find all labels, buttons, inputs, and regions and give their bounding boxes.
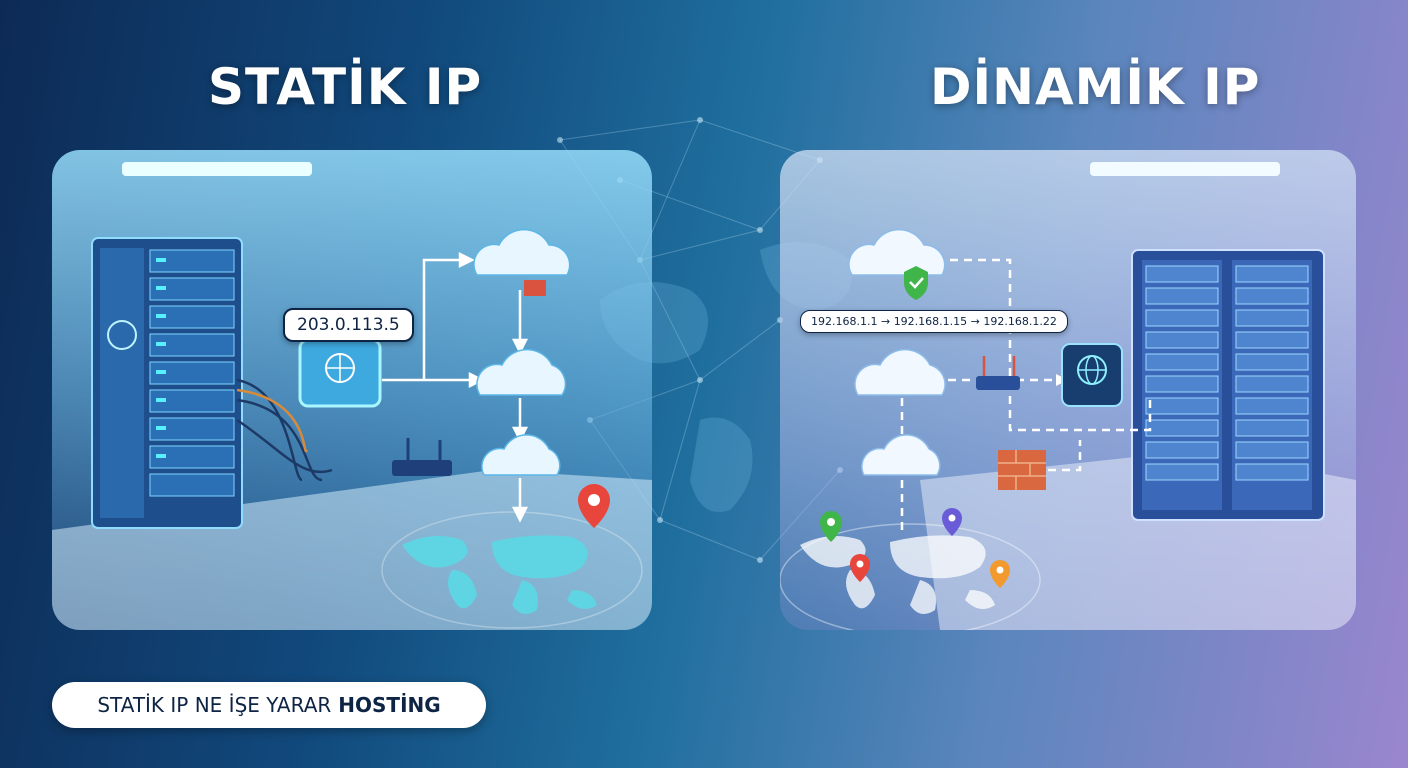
location-pin-icon: [990, 560, 1010, 588]
ceiling-light-icon: [1090, 162, 1280, 176]
world-map-icon: [800, 535, 995, 614]
server-rack-icon: [91, 237, 243, 529]
static-ip-title: STATİK IP: [208, 58, 483, 116]
dynamic-ip-scene: [780, 162, 1356, 630]
firewall-icon: [998, 450, 1046, 490]
connection-arrows: [382, 251, 529, 523]
router-icon: [298, 338, 382, 408]
static-ip-panel: [52, 150, 652, 630]
footer-emphasis: HOSTİNG: [338, 693, 441, 717]
server-rack-icon: [1131, 249, 1325, 521]
dynamic-ip-panel: [780, 150, 1356, 630]
shield-check-icon: [904, 266, 928, 300]
globe-icon: [1061, 343, 1123, 407]
location-pin-icon: [942, 508, 962, 536]
cloud-icon: [848, 228, 946, 276]
location-pin-icon: [850, 554, 870, 582]
firewall-icon: [524, 280, 546, 296]
cloud-icon: [861, 434, 941, 476]
cloud-icon: [854, 348, 946, 396]
router-icon: [976, 356, 1020, 390]
static-ip-address-label: 203.0.113.5: [283, 308, 414, 342]
location-pin-icon: [578, 484, 610, 528]
dynamic-ip-sequence-label: 192.168.1.1 → 192.168.1.15 → 192.168.1.2…: [800, 310, 1068, 333]
world-map-icon: [402, 535, 597, 614]
cables: [236, 378, 333, 482]
ceiling-light-icon: [122, 162, 312, 176]
cloud-icon: [481, 434, 561, 476]
cloud-icon: [476, 348, 567, 396]
static-ip-scene: [52, 162, 652, 630]
footer-caption: STATİK IP NE İŞE YARAR HOSTİNG: [52, 682, 486, 728]
dynamic-ip-title: DİNAMİK IP: [930, 58, 1261, 116]
cloud-icon: [473, 228, 571, 276]
small-router-icon: [392, 438, 452, 476]
location-pin-icon: [820, 511, 842, 542]
footer-text: STATİK IP NE İŞE YARAR: [97, 693, 332, 717]
